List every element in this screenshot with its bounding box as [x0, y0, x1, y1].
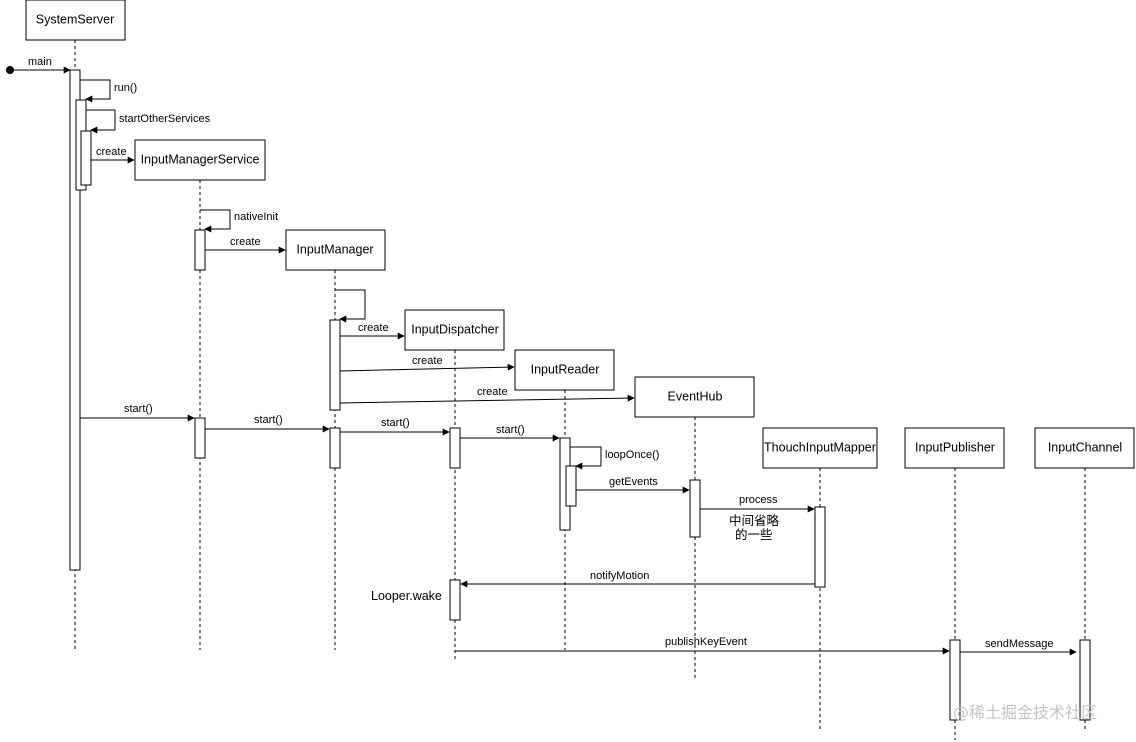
watermark: @稀土掘金技术社区 [953, 703, 1097, 722]
activation-touch-input-mapper-process [814, 506, 826, 588]
label-create-ims: create [96, 146, 127, 158]
activation-system-server-start-other-services [80, 130, 92, 186]
activation-input-dispatcher-start [449, 427, 461, 469]
activation-ims-start [194, 417, 206, 459]
participant-input-manager-service: InputManagerService [141, 152, 260, 166]
arrow-loop-once [570, 446, 602, 470]
activation-ims-native-init [194, 229, 206, 271]
label-start-input-manager: start() [254, 414, 283, 426]
participant-event-hub: EventHub [668, 389, 723, 403]
participant-box-input-dispatcher [404, 309, 505, 351]
arrow-create-event-hub [339, 394, 635, 404]
label-notify-motion: notifyMotion [590, 570, 649, 582]
arrow-create-input-reader [339, 363, 515, 372]
label-start-other-services: startOtherServices [119, 113, 211, 125]
label-send-message: sendMessage [985, 638, 1054, 650]
arrow-native-init [200, 209, 231, 233]
arrow-run [80, 79, 111, 103]
activation-input-reader-loop-once [565, 465, 577, 507]
activation-system-server-main [69, 69, 81, 571]
label-run: run() [114, 82, 137, 94]
label-create-input-dispatcher: create [358, 322, 389, 334]
participant-box-touch-input-mapper [762, 427, 878, 469]
label-start-reader: start() [496, 424, 525, 436]
label-create-input-manager: create [230, 236, 261, 248]
participant-input-manager: InputManager [296, 242, 373, 256]
activation-input-channel-send [1079, 639, 1091, 721]
activation-event-hub-get-events [689, 479, 701, 538]
label-start-ims: start() [124, 403, 153, 415]
participant-input-publisher: InputPublisher [915, 440, 995, 454]
start-dot [6, 66, 14, 74]
note-looper-wake: Looper.wake [371, 589, 442, 603]
activation-input-dispatcher-wake [449, 579, 461, 621]
label-create-event-hub: create [477, 386, 508, 398]
label-native-init: nativeInit [234, 211, 278, 223]
participant-box-input-channel [1034, 427, 1135, 469]
label-loop-once: loopOnce() [605, 449, 659, 461]
activation-input-manager-start [329, 427, 341, 469]
activation-input-publisher-publish [949, 639, 961, 721]
label-create-input-reader: create [412, 355, 443, 367]
label-publish-key-event: publishKeyEvent [665, 636, 747, 648]
label-process: process [739, 494, 778, 506]
participant-input-channel: InputChannel [1048, 440, 1122, 454]
participant-input-reader: InputReader [531, 362, 600, 376]
participant-system-server: SystemServer [36, 12, 115, 26]
note-omitted-line2: 的一些 [735, 527, 773, 542]
participant-box-input-publisher [904, 427, 1005, 469]
activation-input-manager-init [329, 319, 341, 411]
label-get-events: getEvents [609, 476, 658, 488]
participant-box-system-server [25, 0, 126, 41]
label-start-dispatcher: start() [381, 417, 410, 429]
arrow-input-manager-self [335, 289, 366, 323]
participant-box-input-manager [285, 229, 386, 271]
label-main: main [28, 56, 52, 68]
participant-box-input-manager-service [134, 139, 266, 181]
participant-input-dispatcher: InputDispatcher [411, 322, 499, 336]
note-omitted-line1: 中间省略 [729, 513, 780, 528]
participant-box-input-reader [514, 349, 615, 391]
participant-touch-input-mapper: ThouchInputMapper [764, 440, 876, 454]
arrow-start-other-services [86, 109, 116, 134]
participant-box-event-hub [634, 376, 755, 418]
